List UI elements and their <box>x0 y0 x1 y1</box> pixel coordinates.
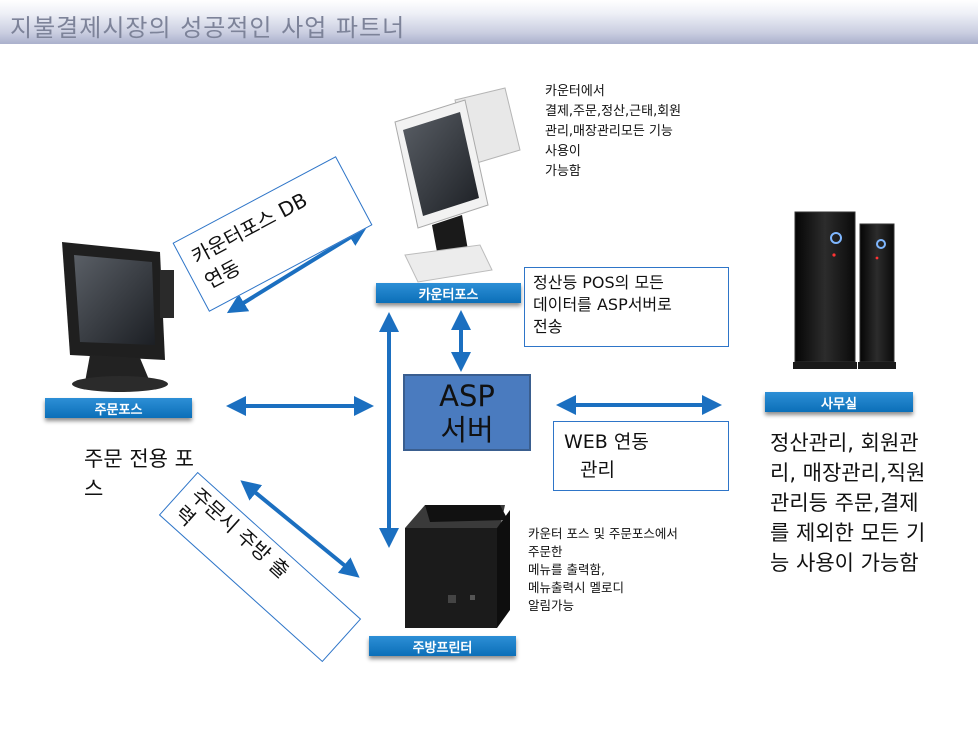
asp-server-line1: ASP <box>439 378 495 413</box>
pos-data-text: 정산등 POS의 모든 데이터를 ASP서버로 전송 <box>533 273 672 336</box>
order-pos-label: 주문포스 <box>45 398 192 418</box>
counter-pos-label: 카운터포스 <box>376 283 521 303</box>
order-pos-desc: 주문 전용 포 스 <box>84 447 194 501</box>
page-title: 지불결제시장의 성공적인 사업 파트너 <box>10 14 406 42</box>
asp-server-line2: 서버 <box>440 412 494 447</box>
counter-note: 카운터에서 결제,주문,정산,근태,회원 관리,매장관리모든 기능 사용이 가능… <box>545 84 682 179</box>
kitchen-printer-illustration <box>405 505 510 628</box>
web-text: WEB 연동 관리 <box>564 431 649 481</box>
office-label: 사무실 <box>765 392 913 412</box>
office-server-illustration <box>793 211 896 369</box>
office-desc: 정산관리, 회원관 리, 매장관리,직원 관리등 주문,결제 를 제외한 모든 … <box>770 431 926 575</box>
kitchen-printer-label: 주방프린터 <box>369 636 516 656</box>
order-pos-illustration <box>62 242 174 392</box>
arrow-order-counter <box>226 226 368 314</box>
title-bar: 지불결제시장의 성공적인 사업 파트너 <box>0 0 978 44</box>
arrows <box>226 226 722 578</box>
arrow-order-printer <box>240 480 360 578</box>
web-box: WEB 연동 관리 <box>553 421 729 491</box>
pos-data-box: 정산등 POS의 모든 데이터를 ASP서버로 전송 <box>524 267 729 347</box>
asp-server-box: ASP 서버 <box>403 374 531 451</box>
counter-pos-illustration <box>394 87 521 283</box>
printer-note: 카운터 포스 및 주문포스에서 주문한 메뉴를 출력함, 메뉴출력시 멜로디 알… <box>528 526 678 613</box>
